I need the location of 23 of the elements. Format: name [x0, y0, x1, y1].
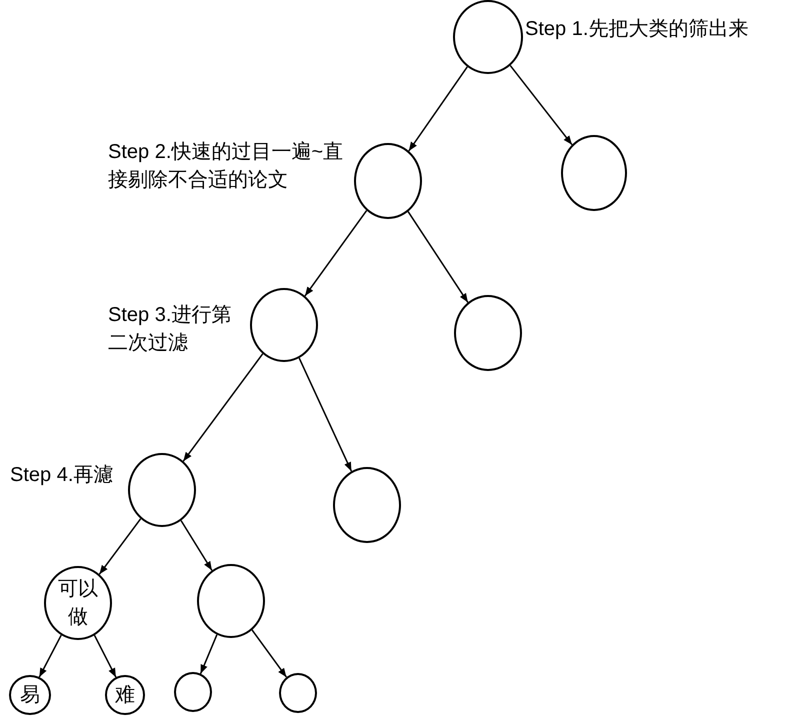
circle-node	[105, 675, 145, 715]
circle-node	[9, 675, 51, 715]
step-label: Step 4.再濾	[10, 463, 114, 488]
node-label: 可以做	[57, 577, 99, 630]
arrow	[252, 630, 287, 678]
arrow	[407, 211, 469, 303]
node-label: 易	[20, 683, 40, 708]
step-label: Step 3.进行第二次过滤	[108, 303, 232, 356]
arrow	[182, 353, 264, 462]
arrow	[94, 634, 117, 678]
arrow	[408, 66, 468, 152]
step-label: Step 2.快速的过目一遍~直接剔除不合适的论文	[108, 140, 344, 193]
arrow	[304, 210, 368, 296]
arrow	[298, 358, 352, 472]
arrow	[180, 520, 213, 571]
circle-node	[279, 673, 317, 713]
node-label: 难	[115, 683, 135, 708]
arrow	[510, 65, 573, 146]
step-label: Step 1.先把大类的筛出来	[525, 17, 750, 42]
arrow	[98, 518, 142, 575]
arrow	[38, 634, 62, 678]
arrow	[200, 634, 218, 674]
circle-node	[174, 672, 212, 712]
